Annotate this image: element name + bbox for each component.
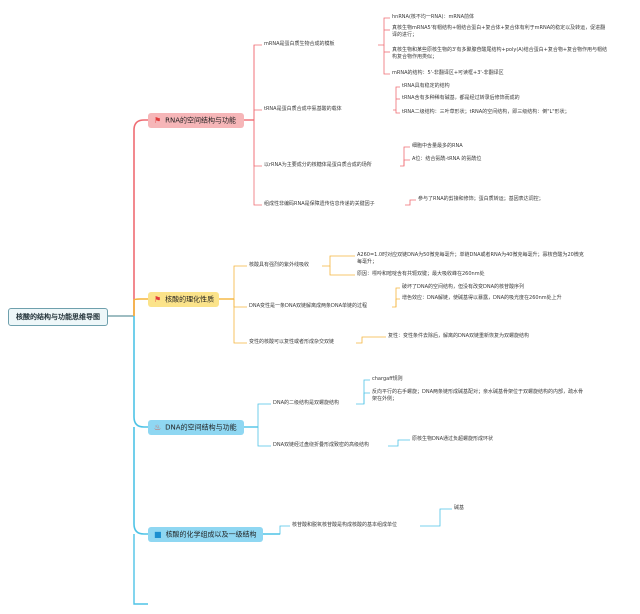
node-renature[interactable]: 变性的核酸可以复性或者形成杂交双链 <box>249 339 335 345</box>
leaf-hyperchromic[interactable]: 增色效应：DNA解链，使碱基得以暴露，DNA的吸光度在260nm处上升 <box>402 295 562 301</box>
leaf-mrna-polya[interactable]: 真核生物和某些原核生物的3'有多聚腺苷酸尾结构+poly(A)结合蛋白+复合物+… <box>392 47 608 60</box>
leaf-renature[interactable]: 复性：变性条件去除后，解离的DNA双链重新恢复为双螺旋结构 <box>388 333 530 339</box>
node-mrna[interactable]: mRNA是蛋白质生物合成的模板 <box>264 41 335 47</box>
leaf-ncrna-roles[interactable]: 参与了RNA的剪接和修饰；蛋白质转运；基因表达调控； <box>418 196 544 202</box>
node-denature[interactable]: DNA变性是一条DNA双链解离成两条DNA单链的过程 <box>249 303 368 309</box>
node-rrna[interactable]: 以rRNA为主要成分的核糖体是蛋白质合成的场所 <box>264 162 372 168</box>
leaf-negative-supercoil[interactable]: 原核生物DNA通过负超螺旋形成环状 <box>412 436 494 442</box>
branch-2-connector <box>133 298 148 316</box>
square-icon: ■ <box>154 530 162 539</box>
flag-icon: ⚑ <box>154 295 162 304</box>
branch-4-connector <box>133 427 148 535</box>
leaf-trna-shape[interactable]: tRNA二级结构：三叶草形状；tRNA的空间结构，即三级结构：倒"L"形状； <box>402 109 570 115</box>
leaf-helix-detail[interactable]: 反向平行的右手螺旋；DNA两条链形成碱基配对；亲水碱基骨架位于双螺旋结构的内部，… <box>372 389 584 402</box>
branch-extension-connector <box>133 534 148 605</box>
node-ncrna[interactable]: 组成性非编码RNA是保障遗传信息传递的关键因子 <box>264 201 375 207</box>
root-node[interactable]: 核酸的结构与功能思维导图 <box>8 308 108 326</box>
leaf-a260[interactable]: A260=1.0时对应双链DNA为50微克每毫升；单链DNA或者RNA为40微克… <box>357 252 584 265</box>
branch-dna-structure[interactable]: ♨DNA的空间结构与功能 <box>148 420 244 435</box>
fire-icon: ♨ <box>154 423 162 432</box>
leaf-denature-structure[interactable]: 破坏了DNA的空间结构，但没有改变DNA的核苷酸序列 <box>402 284 525 290</box>
branch-physicochemical[interactable]: ⚑核酸的理化性质 <box>148 292 219 307</box>
leaf-mrna-structure[interactable]: mRNA的结构：5'-非翻译区+可读框+3'-非翻译区 <box>392 70 504 76</box>
branch-rna-structure[interactable]: ⚑RNA的空间结构与功能 <box>148 113 244 128</box>
branch-3-connector <box>133 316 148 428</box>
leaf-hnrna[interactable]: hnRNA(核不均一RNA)：mRNA前体 <box>392 14 475 20</box>
branch-label: 核酸的化学组成以及一级结构 <box>165 530 257 539</box>
node-supercoil[interactable]: DNA双链经过盘绕折叠形成致密的高级结构 <box>273 442 370 448</box>
leaf-rrna-asite[interactable]: A位：结合氨酰-tRNA 的氨酰位 <box>412 156 482 162</box>
leaf-trna-bases[interactable]: tRNA含有多种稀有碱基，都是经过转录后修饰而成的 <box>402 95 520 101</box>
branch-2-subconnectors <box>219 255 400 344</box>
leaf-uv-reason[interactable]: 原因：嘌呤和嘧啶含有共轭双键；最大吸收峰在260nm处 <box>357 271 485 277</box>
leaf-bases[interactable]: 碱基 <box>454 505 465 511</box>
leaf-chargaff[interactable]: chargaff规则 <box>372 376 403 382</box>
branch-label: 核酸的理化性质 <box>165 295 215 304</box>
node-nucleotides[interactable]: 核苷酸和脱氧核苷酸是构成核酸的基本组成单位 <box>292 522 398 528</box>
branch-1-connector <box>133 119 148 316</box>
branch-chemical-composition[interactable]: ■核酸的化学组成以及一级结构 <box>148 527 263 542</box>
leaf-mrna-cap[interactable]: 真核生物mRNA5'有帽结构+帽结合蛋白+复合体+复合体有利于mRNA的稳定以及… <box>392 25 606 38</box>
node-uv[interactable]: 核酸具有强烈的紫外线吸收 <box>249 262 310 268</box>
node-double-helix[interactable]: DNA的二级结构是双螺旋结构 <box>273 400 340 406</box>
node-trna[interactable]: tRNA是蛋白质合成中氨基酸的载体 <box>264 106 342 112</box>
leaf-trna-stable[interactable]: tRNA具有稳定的结构 <box>402 83 450 89</box>
leaf-rrna-most[interactable]: 细胞中含量最多的RNA <box>412 143 463 149</box>
flag-icon: ⚑ <box>154 116 162 125</box>
branch-label: RNA的空间结构与功能 <box>165 116 237 125</box>
branch-label: DNA的空间结构与功能 <box>165 423 237 432</box>
